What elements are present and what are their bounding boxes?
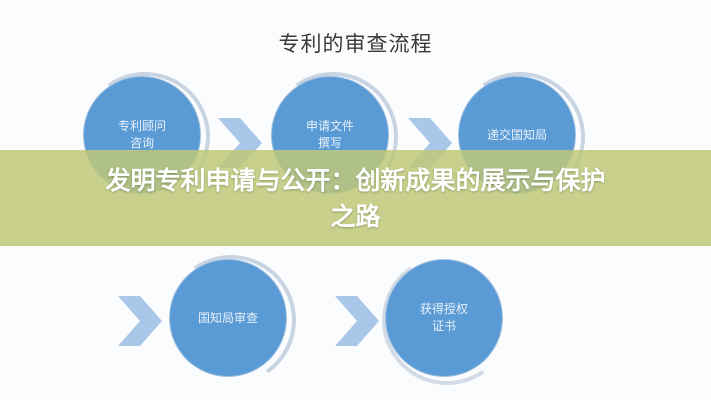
chevron-right-icon <box>335 296 379 346</box>
step-label: 获得授权 <box>419 302 468 316</box>
step-label: 申请文件 <box>305 119 354 133</box>
step-label: 国知局审查 <box>197 310 258 325</box>
overlay-band <box>0 150 711 246</box>
chevron-right-icon <box>118 296 162 346</box>
headline-line: 之路 <box>330 202 381 231</box>
headline-line: 发明专利申请与公开：创新成果的展示与保护 <box>105 166 606 195</box>
step-node-grant: 获得授权证书 <box>386 260 502 376</box>
step-label: 专利顾问 <box>117 119 166 133</box>
step-node-examination: 国知局审查 <box>170 260 286 376</box>
overlay-headline: 发明专利申请与公开：创新成果的展示与保护 之路 <box>0 163 711 235</box>
step-label: 证书 <box>431 319 456 333</box>
step-label: 咨询 <box>129 136 154 150</box>
step-label: 撰写 <box>317 136 342 150</box>
diagram-title: 专利的审查流程 <box>278 32 433 56</box>
step-label: 递交国知局 <box>486 127 547 142</box>
